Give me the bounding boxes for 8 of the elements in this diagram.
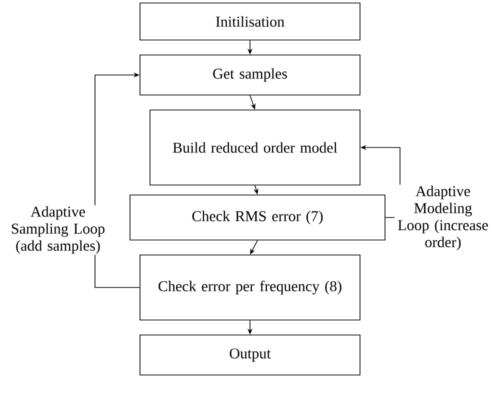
process-box: Output	[140, 334, 360, 376]
edge-label: Adaptive Modeling Loop (increase order)	[398, 186, 488, 250]
process-box: Initilisation	[140, 2, 360, 40]
process-box: Get samples	[140, 54, 360, 96]
process-box: Build reduced order model	[150, 110, 360, 186]
process-box: Check error per frequency (8)	[140, 254, 360, 320]
edge-label: Adaptive Sampling Loop (add samples)	[12, 206, 104, 254]
process-box: Check RMS error (7)	[130, 194, 386, 240]
